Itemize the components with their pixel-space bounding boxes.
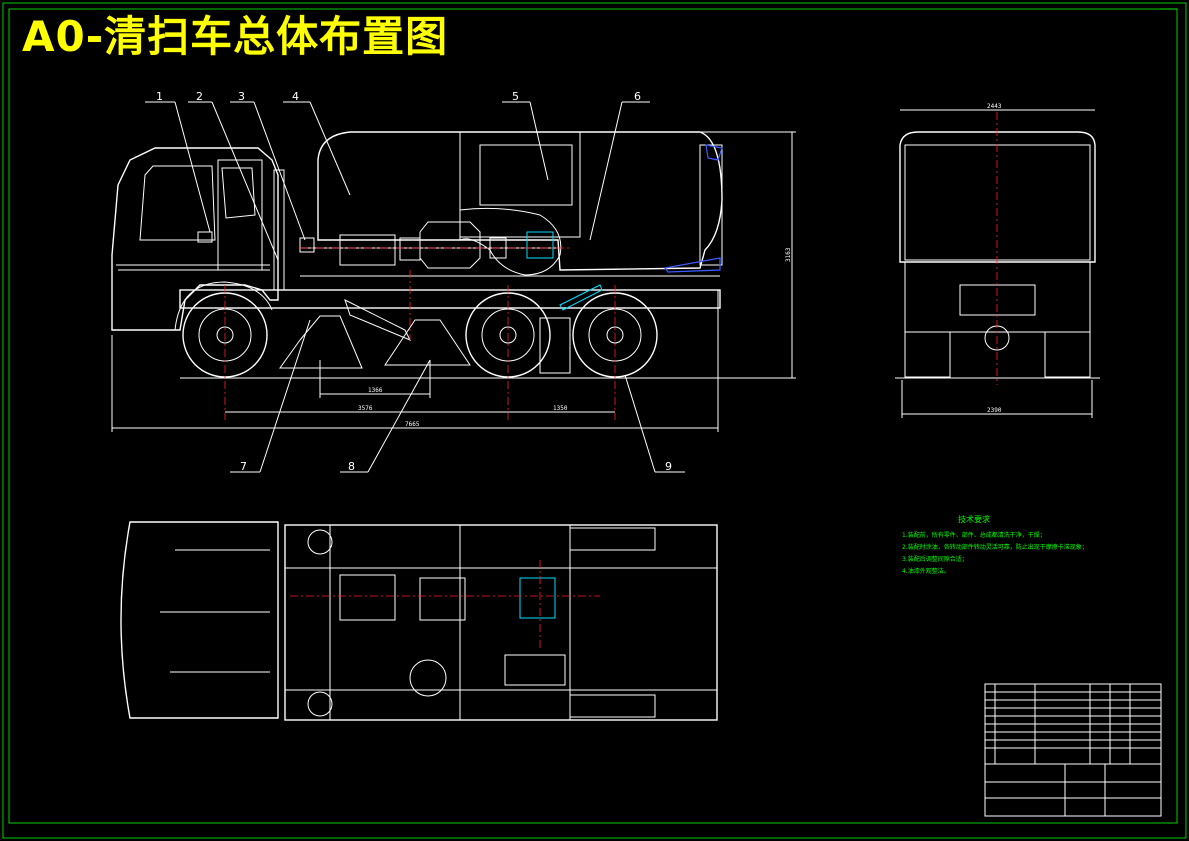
front-wheel-hub <box>216 326 234 344</box>
exhaust-pipe <box>273 169 285 291</box>
rear-left-wheels <box>904 331 951 378</box>
part-number-8: 8 <box>348 460 355 473</box>
plan-view <box>120 521 718 721</box>
dim-3576: 3576 <box>358 405 373 412</box>
rear-door <box>699 144 723 266</box>
middle-wheel-hub <box>499 326 517 344</box>
cab-window <box>139 165 216 241</box>
dim-1350: 1350 <box>553 405 568 412</box>
dim-1366: 1366 <box>368 387 383 394</box>
plan-motor <box>519 577 556 619</box>
plan-tank <box>504 654 566 686</box>
rear-right-wheels <box>1044 331 1091 378</box>
chassis-frame <box>179 289 721 309</box>
tech-requirements-heading: 技术要求 <box>958 514 990 524</box>
inner-border <box>8 8 1178 824</box>
gearbox <box>399 237 421 261</box>
part-number-3: 3 <box>238 90 245 103</box>
front-fender <box>174 281 273 331</box>
leader-5 <box>529 101 549 181</box>
fan-housing <box>459 207 562 276</box>
tech-requirement-2: 2.装配时涂油，各转动部件转动灵活可靠，防止出现干摩擦卡滞现象； <box>902 543 1088 551</box>
tank-body <box>317 131 723 271</box>
tech-requirement-4: 4.油漆外观整洁。 <box>902 567 950 575</box>
part-number-5: 5 <box>512 90 519 103</box>
rear-subframe <box>904 261 1091 333</box>
engine-block <box>339 234 396 266</box>
leader-1 <box>174 101 211 233</box>
pump-unit <box>419 221 481 269</box>
rear-tank-panel <box>904 144 1091 261</box>
rear-view: 2443 2390 <box>895 103 1100 418</box>
side-view: 1366 3576 1350 7665 3163 1 2 3 4 5 6 7 8… <box>111 90 796 473</box>
dim-2390: 2390 <box>987 407 1002 414</box>
leader-7 <box>259 319 311 473</box>
cab-door-window <box>221 167 256 219</box>
dim-7665: 7665 <box>405 421 420 428</box>
coupling <box>489 237 507 259</box>
mount-bracket <box>299 237 315 253</box>
leader-8 <box>367 359 431 473</box>
title-block <box>984 683 1162 817</box>
plan-rear-wheel-bottom <box>569 694 656 718</box>
part-number-6: 6 <box>634 90 641 103</box>
tech-requirement-3: 3.装配后调整间隙合适； <box>902 555 968 563</box>
rear-door-hinge <box>705 144 723 161</box>
tech-requirement-1: 1.装配前，所有零件、部件、总成都清洗干净，干燥； <box>902 531 1046 539</box>
part-number-2: 2 <box>196 90 203 103</box>
plan-pump <box>419 577 466 621</box>
cab-outline <box>111 147 279 331</box>
rear-door-lift <box>663 257 721 273</box>
plan-engine <box>339 574 396 621</box>
suction-nozzle <box>539 317 571 374</box>
part-number-4: 4 <box>292 90 299 103</box>
plan-brush <box>409 659 447 697</box>
tech-requirements: 技术要求 1.装配前，所有零件、部件、总成都清洗干净，干燥； 2.装配时涂油，各… <box>902 514 1088 575</box>
diagonal-strut <box>559 284 603 311</box>
suction-arm <box>344 299 412 341</box>
plan-front-wheel-top <box>307 529 333 555</box>
leader-2 <box>211 101 279 261</box>
side-brush-rear <box>384 319 471 366</box>
dim-3163: 3163 <box>785 247 792 262</box>
side-brush-front <box>279 315 363 369</box>
cab-handle <box>197 231 213 243</box>
leader-6 <box>589 101 623 241</box>
hydraulic-motor <box>526 231 554 259</box>
tank-inspection-window <box>459 131 581 238</box>
plan-chassis <box>284 524 718 721</box>
drawing-title: A0-清扫车总体布置图 <box>22 12 449 61</box>
plan-rear-wheel-top <box>569 527 656 551</box>
rear-axle-housing <box>959 284 1036 316</box>
rear-tank-outline <box>899 131 1096 263</box>
leader-4 <box>309 101 351 196</box>
tank-filter <box>479 144 573 206</box>
title-table <box>984 763 1162 817</box>
part-number-7: 7 <box>240 460 247 473</box>
leader-9 <box>624 374 656 473</box>
leader-3 <box>253 101 306 241</box>
part-number-9: 9 <box>665 460 672 473</box>
dim-2443: 2443 <box>987 103 1002 110</box>
part-number-1: 1 <box>156 90 163 103</box>
plan-cab <box>120 521 279 719</box>
plan-front-wheel-bottom <box>307 691 333 717</box>
rear-wheel-hub <box>606 326 624 344</box>
